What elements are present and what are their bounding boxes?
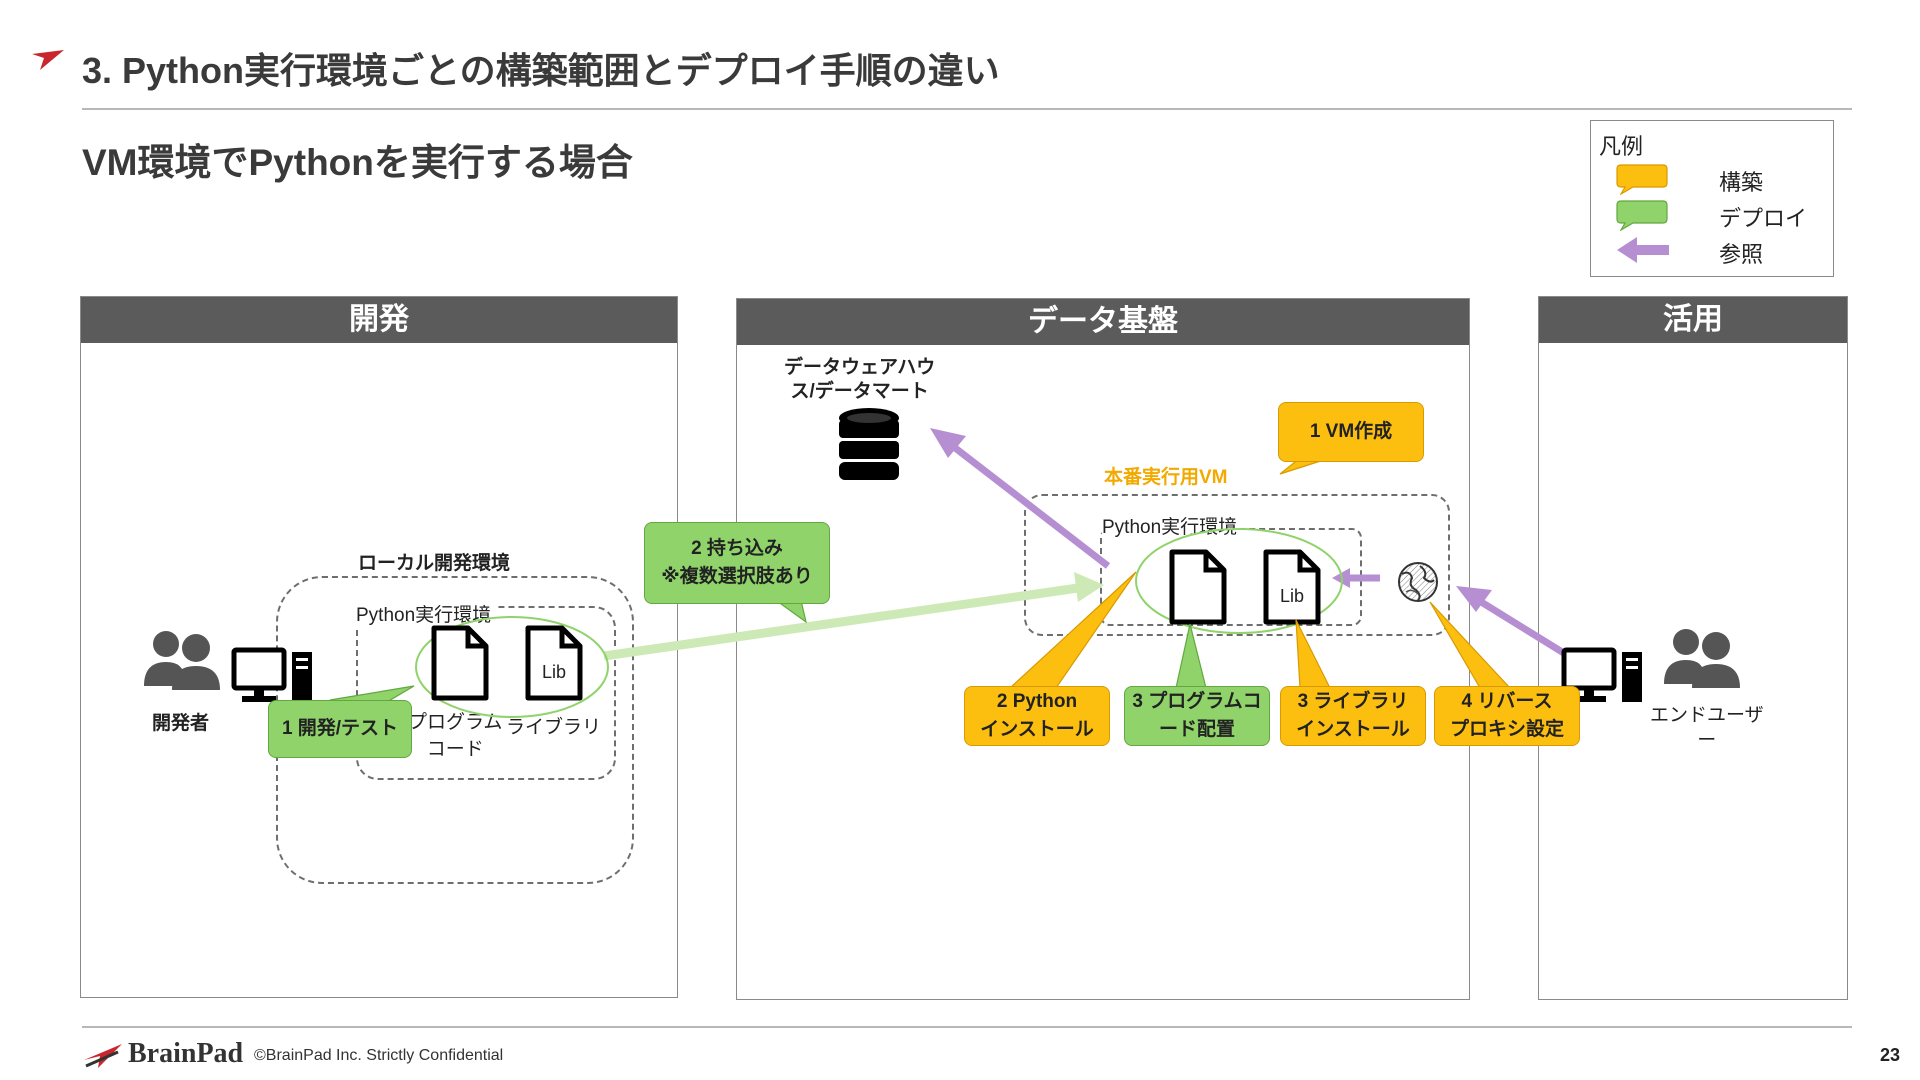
brainpad-logo-mark-icon — [30, 48, 66, 77]
developer-pc-icon — [231, 647, 312, 702]
reverse-proxy-globe-icon — [1398, 562, 1438, 602]
footer-logo-mark-icon — [82, 1040, 126, 1075]
developer-people-icon — [144, 631, 220, 690]
dev-program-file-icon — [431, 625, 489, 701]
dev-step1-text: 1 開発/テスト — [281, 718, 399, 740]
step3-lib-line2: インストール — [1296, 719, 1410, 740]
step3-code-callout: 3 プログラムコ ード配置 — [1124, 686, 1270, 746]
vm-deploy-ellipse — [1135, 528, 1343, 634]
legend-deploy-label: デプロイ — [1719, 206, 1808, 231]
page-number: 23 — [1880, 1045, 1901, 1065]
dev-deploy-ellipse — [415, 616, 609, 718]
footer-divider — [82, 1026, 1852, 1028]
end-user-label-line1: エンドユーザ — [1650, 705, 1764, 726]
legend-deploy-swatch-icon — [1616, 200, 1668, 231]
step2-python-line2: インストール — [980, 719, 1094, 740]
step2-transfer-callout: 2 持ち込み ※複数選択肢あり — [644, 522, 830, 604]
dev-lib-text: Lib — [542, 662, 567, 682]
step3-code-line1: 3 プログラムコ — [1132, 691, 1262, 713]
local-dev-env-label: ローカル開発環境 — [358, 553, 511, 574]
dev-library-file-icon — [525, 625, 583, 701]
step3-code-tail — [1175, 623, 1207, 689]
page-subtitle: VM環境でPythonを実行する場合 — [82, 142, 633, 183]
legend-build-label: 構築 — [1719, 170, 1764, 195]
vm-program-file-icon — [1169, 549, 1227, 625]
database-icon — [839, 408, 899, 480]
end-user-people-icon — [1664, 629, 1740, 688]
step2-python-line1: 2 Python — [996, 691, 1078, 713]
dwh-label-line1: データウェアハウ — [784, 357, 936, 378]
step4-proxy-line2: プロキシ設定 — [1449, 719, 1564, 740]
vm-library-file-icon — [1263, 549, 1321, 625]
legend-title: 凡例 — [1599, 134, 1644, 159]
end-user-pc-icon — [1561, 647, 1642, 702]
vm-lib-text: Lib — [1280, 586, 1305, 606]
deploy-arrow-icon — [603, 572, 1104, 661]
step3-lib-line1: 3 ライブラリ — [1297, 691, 1409, 713]
vm-label: 本番実行用VM — [1104, 467, 1228, 488]
legend-build-swatch-icon — [1616, 164, 1668, 195]
dwh-reference-arrow-icon — [930, 428, 1111, 569]
step2-transfer-line2: ※複数選択肢あり — [661, 566, 813, 587]
dwh-label-line2: ス/データマート — [790, 380, 929, 402]
end-user-label: エンドユーザ ー — [1650, 704, 1764, 753]
dwh-label: データウェアハウ ス/データマート — [784, 356, 935, 404]
program-code-label-text: プログラム コード — [408, 712, 503, 760]
legend-reference-label: 参照 — [1719, 242, 1764, 267]
usage-panel-title: 活用 — [1539, 297, 1847, 343]
step2-transfer-line1: 2 持ち込み — [691, 538, 783, 560]
legend-reference-arrow-icon — [1617, 237, 1669, 263]
dev-step1-callout: 1 開発/テスト — [268, 700, 412, 758]
program-code-label: プログラム コード — [408, 710, 503, 764]
step4-proxy-line1: 4 リバース — [1461, 691, 1553, 713]
step3-lib-callout: 3 ライブラリ インストール — [1280, 686, 1426, 746]
developer-label: 開発者 — [152, 713, 210, 734]
vm-step1-callout: 1 VM作成 — [1278, 402, 1424, 462]
library-label: ライブラリ — [506, 712, 602, 739]
footer-copyright: ©BrainPad Inc. Strictly Confidential — [254, 1047, 504, 1064]
step3-code-line2: ード配置 — [1158, 719, 1235, 740]
footer-brand: BrainPad — [128, 1038, 244, 1069]
dev-python-env-label: Python実行環境 — [356, 600, 496, 627]
platform-panel-title: データ基盤 — [737, 299, 1469, 345]
step4-proxy-callout: 4 リバース プロキシ設定 — [1434, 686, 1580, 746]
step3-lib-tail — [1295, 619, 1331, 689]
page-title: 3. Python実行環境ごとの構築範囲とデプロイ手順の違い — [82, 50, 1000, 91]
title-divider — [82, 108, 1852, 110]
legend: 凡例 構築 デプロイ 参照 — [1590, 120, 1834, 277]
step2-python-callout: 2 Python インストール — [964, 686, 1110, 746]
dev-panel-title: 開発 — [81, 297, 677, 343]
vm-step1-text: 1 VM作成 — [1309, 421, 1393, 443]
vm-box — [1024, 494, 1450, 636]
end-user-label-line2: ー — [1697, 729, 1717, 751]
